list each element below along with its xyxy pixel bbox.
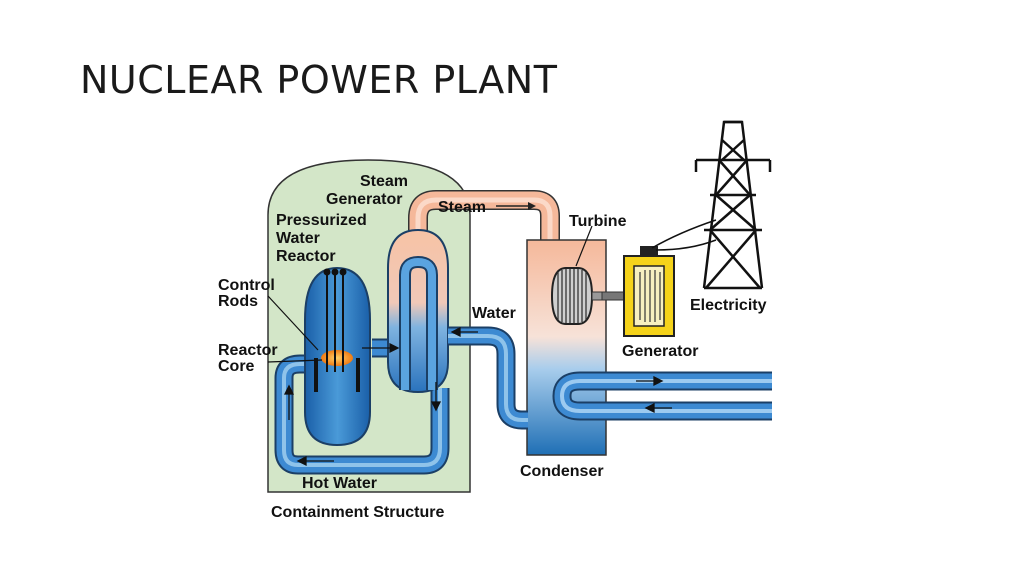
label-control-rods-2: Rods: [218, 293, 258, 310]
power-line: [651, 219, 717, 249]
label-pwr-1: Pressurized: [276, 212, 367, 229]
label-hot-water: Hot Water: [302, 475, 377, 492]
label-steam-generator-2: Generator: [326, 191, 402, 208]
label-condenser: Condenser: [520, 463, 604, 480]
steam-generator: [387, 228, 449, 394]
generator: [623, 246, 675, 337]
slide-title: NUCLEAR POWER PLANT: [80, 58, 558, 102]
cooling-water-pipes: [552, 371, 772, 421]
reactor-core: [321, 350, 353, 366]
label-turbine: Turbine: [569, 213, 627, 230]
flow-arrows: [283, 326, 672, 467]
turbine: [550, 267, 641, 325]
label-water: Water: [472, 305, 516, 322]
steam-pipe: [408, 190, 560, 240]
label-reactor-core-2: Core: [218, 358, 255, 375]
label-pwr-3: Reactor: [276, 248, 336, 265]
steam-flow-arrow: [496, 202, 536, 210]
control-rods: [314, 268, 360, 392]
label-electricity: Electricity: [690, 297, 767, 314]
feedwater-pipe: [448, 326, 528, 430]
label-steam-generator-1: Steam: [360, 173, 408, 190]
label-pwr-2: Water: [276, 230, 320, 247]
label-generator: Generator: [622, 343, 698, 360]
label-reactor-core-1: Reactor: [218, 342, 278, 359]
label-control-rods-1: Control: [218, 277, 275, 294]
label-steam: Steam: [438, 199, 486, 216]
label-containment-structure: Containment Structure: [271, 504, 444, 521]
transmission-tower: [694, 120, 772, 290]
leader-lines: [267, 225, 593, 363]
